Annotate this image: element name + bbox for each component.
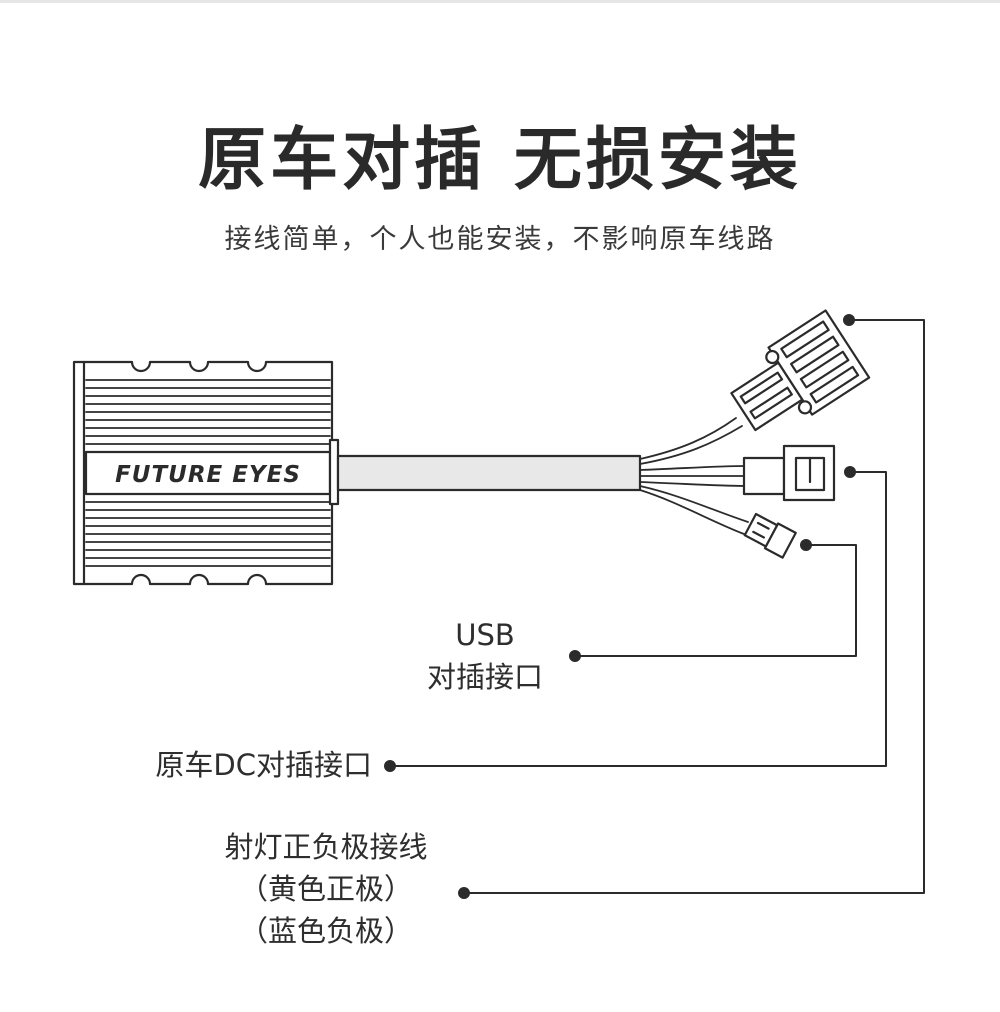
dc-leader	[389, 471, 887, 767]
usb-callout-label: USB 对插接口	[400, 614, 570, 698]
controller-box	[72, 360, 340, 586]
callout-dots	[384, 314, 856, 899]
callout-lines	[389, 319, 925, 894]
lamp-leader	[463, 319, 925, 894]
main-cable	[336, 454, 642, 492]
lamp-connector	[730, 309, 871, 432]
brand-logo: FUTURE EYES	[115, 462, 301, 488]
lamp-callout-line3: （蓝色负极）	[238, 914, 413, 948]
dc-connector	[742, 444, 836, 502]
usb-callout-line1: USB	[455, 618, 515, 652]
page-title: 原车对插 无损安装	[198, 121, 802, 200]
usb-callout-line2: 对插接口	[426, 660, 543, 694]
page-subtitle: 接线简单，个人也能安装，不影响原车线路	[224, 224, 776, 255]
lamp-callout-line1: 射灯正负极接线	[224, 830, 428, 864]
dc-callout-label: 原车DC对插接口	[155, 748, 372, 782]
lamp-callout-line2: （黄色正极）	[238, 872, 413, 906]
lamp-callout-label: 射灯正负极接线 （黄色正极） （蓝色负极）	[195, 826, 457, 952]
usb-leader	[574, 544, 857, 657]
wire-bundle	[639, 417, 749, 535]
top-divider	[0, 0, 1000, 3]
usb-connector	[743, 512, 797, 559]
